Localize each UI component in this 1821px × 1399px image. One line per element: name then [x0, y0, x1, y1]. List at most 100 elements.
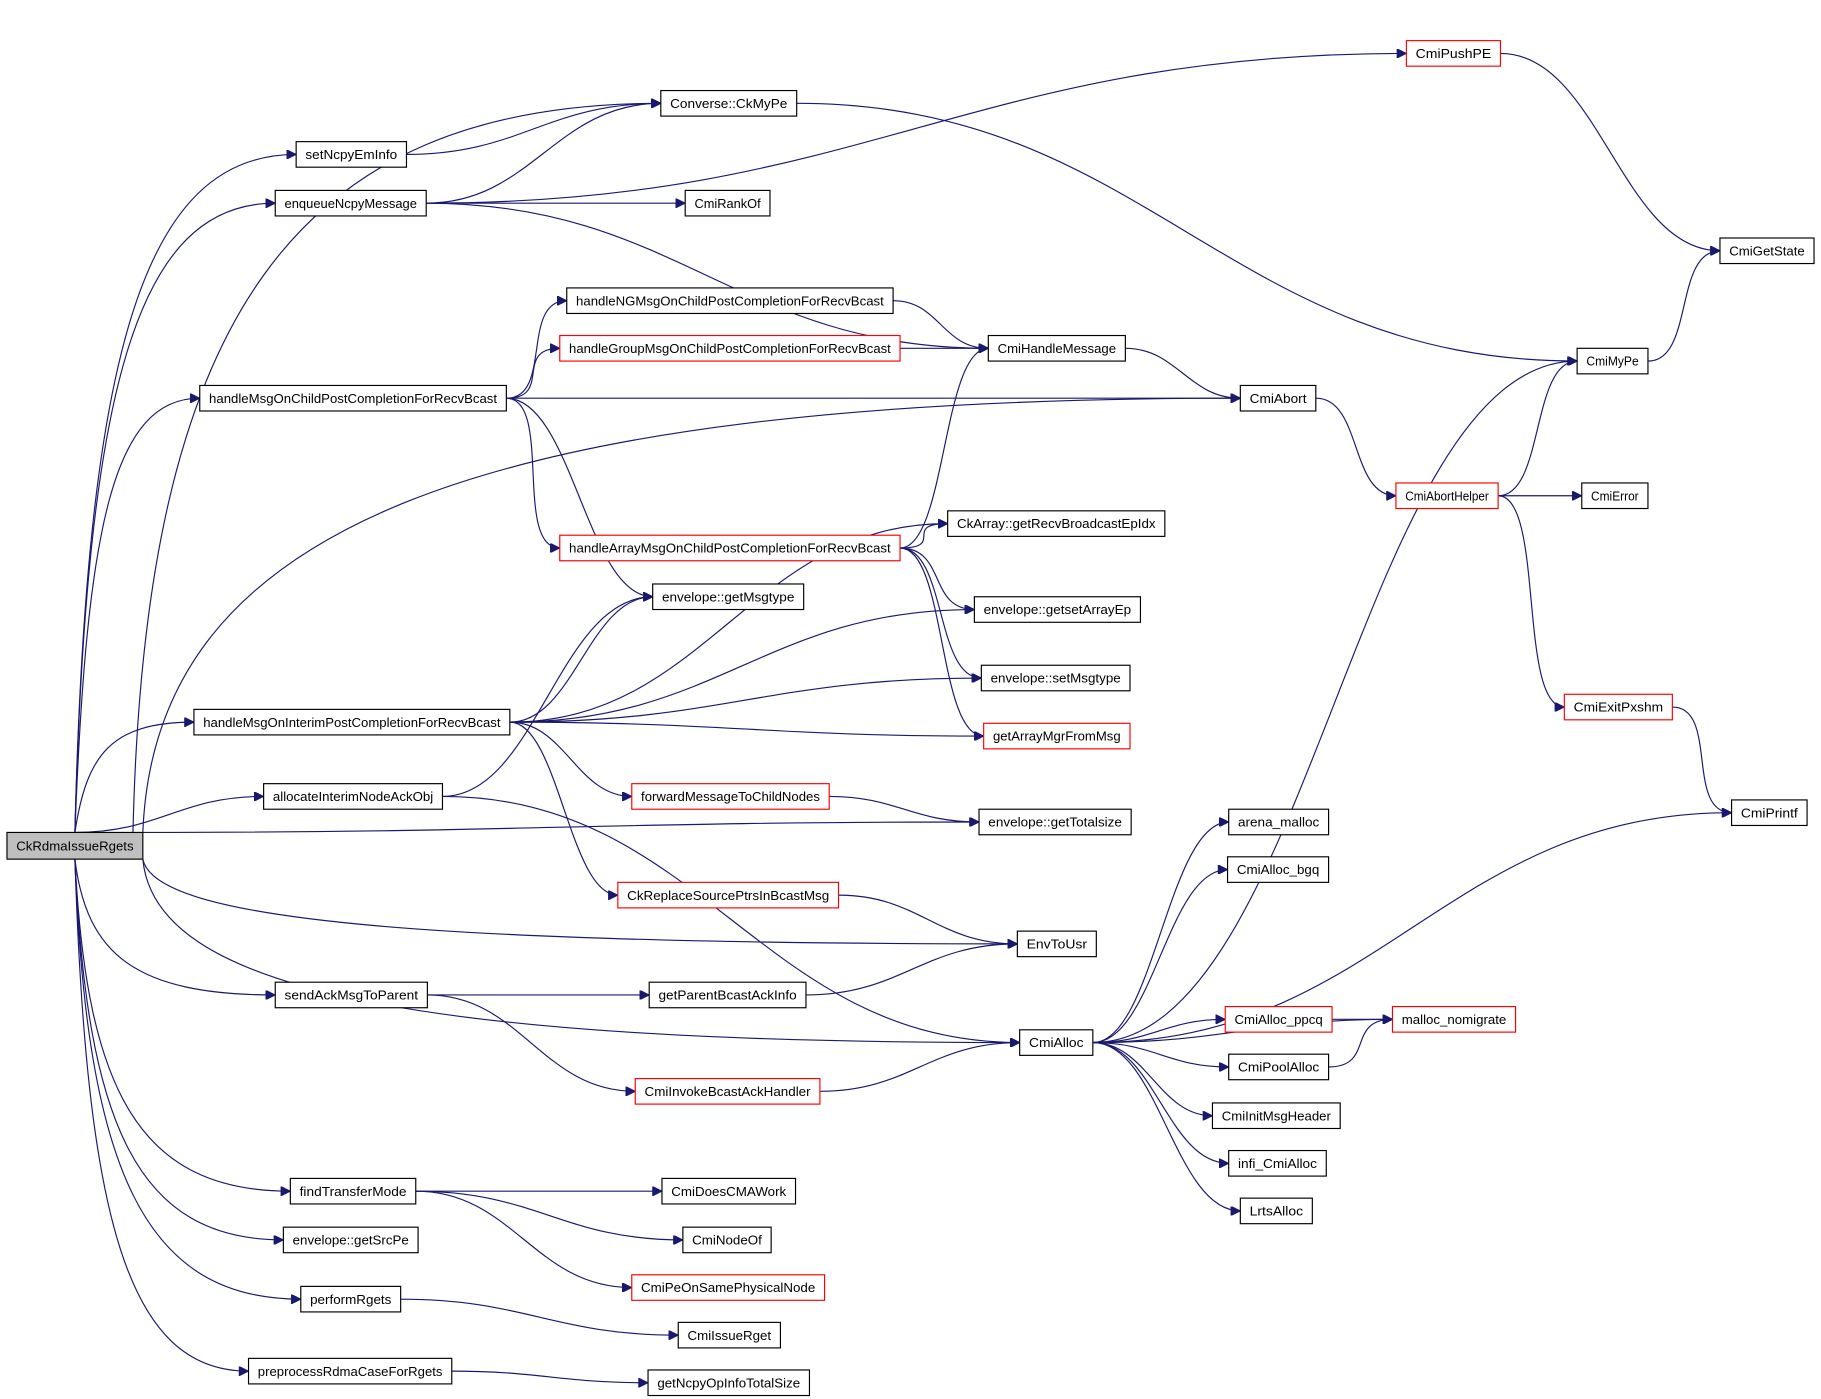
- edge-root-to-find-transfer-mode: [74, 859, 290, 1191]
- node-cmi-init-msg-header[interactable]: CmiInitMsgHeader: [1211, 1102, 1341, 1130]
- node-cmi-pool-alloc[interactable]: CmiPoolAlloc: [1228, 1053, 1330, 1081]
- node-send-ack-msg-to-parent[interactable]: sendAckMsgToParent: [274, 981, 428, 1009]
- edge-cmi-abort-helper-to-cmi-exit-pxshm: [1498, 495, 1564, 707]
- node-label: CmiInitMsgHeader: [1222, 1108, 1332, 1123]
- node-label: handleNGMsgOnChildPostCompletionForRecvB…: [576, 293, 884, 308]
- edge-cmi-abort-to-cmi-abort-helper: [1315, 397, 1396, 496]
- node-box: [1016, 930, 1097, 958]
- node-box: [274, 189, 427, 217]
- edge-handle-ngmsg-to-cmi-handle-message: [893, 300, 988, 349]
- node-box: [295, 141, 408, 168]
- node-perform-rgets[interactable]: performRgets: [300, 1285, 402, 1313]
- node-lrts-alloc[interactable]: LrtsAlloc: [1239, 1197, 1313, 1225]
- node-enqueue-ncpy-message[interactable]: enqueueNcpyMessage: [274, 189, 427, 217]
- edge-converse-ck-my-pe-to-cmi-my-pe: [796, 102, 1577, 361]
- node-cmi-push-pe[interactable]: CmiPushPE: [1405, 40, 1502, 67]
- edge-handle-msg-on-child-to-handle-array-msg: [506, 397, 559, 548]
- node-get-totalsize[interactable]: envelope::getTotalsize: [978, 808, 1132, 836]
- node-label: infi_CmiAlloc: [1238, 1156, 1318, 1171]
- node-label: envelope::getsetArrayEp: [984, 602, 1131, 617]
- node-box: [980, 664, 1131, 692]
- node-label: handleGroupMsgOnChildPostCompletionForRe…: [569, 341, 891, 356]
- edge-find-transfer-mode-to-cmi-node-of: [415, 1190, 683, 1240]
- node-cmi-handle-message[interactable]: CmiHandleMessage: [987, 334, 1126, 362]
- node-converse-ck-my-pe[interactable]: Converse::CkMyPe: [660, 89, 798, 117]
- edge-handle-msg-on-child-to-handle-ngmsg: [506, 301, 566, 399]
- node-label: arena_malloc: [1238, 815, 1320, 830]
- node-box: [1395, 482, 1499, 510]
- node-cmi-alloc-bgq[interactable]: CmiAlloc_bgq: [1226, 856, 1330, 883]
- node-set-msgtype[interactable]: envelope::setMsgtype: [980, 664, 1131, 692]
- node-label: handleArrayMsgOnChildPostCompletionForRe…: [569, 541, 891, 556]
- node-get-ncpy-op-info-total-size[interactable]: getNcpyOpInfoTotalSize: [647, 1369, 811, 1397]
- node-malloc-nomigrate[interactable]: malloc_nomigrate: [1391, 1006, 1517, 1033]
- node-allocate-interim-node-ack-obj[interactable]: allocateInterimNodeAckObj: [263, 783, 444, 810]
- node-handle-msg-on-interim[interactable]: handleMsgOnInterimPostCompletionForRecvB…: [193, 708, 511, 736]
- node-handle-ngmsg[interactable]: handleNGMsgOnChildPostCompletionForRecvB…: [566, 287, 894, 315]
- edge-cmi-alloc-to-cmi-my-pe: [1092, 361, 1577, 1044]
- node-cmi-abort[interactable]: CmiAbort: [1239, 384, 1317, 412]
- node-cmi-node-of[interactable]: CmiNodeOf: [682, 1226, 772, 1254]
- node-handle-array-msg[interactable]: handleArrayMsgOnChildPostCompletionForRe…: [559, 534, 901, 562]
- node-label: CmiInvokeBcastAckHandler: [645, 1084, 812, 1099]
- node-box: [648, 981, 807, 1009]
- node-arena-malloc[interactable]: arena_malloc: [1228, 808, 1330, 836]
- node-set-ncpy-em-info[interactable]: setNcpyEmInfo: [295, 141, 408, 168]
- node-cmi-error[interactable]: CmiError: [1581, 482, 1649, 510]
- node-cmi-invoke-bcast-ack-handler[interactable]: CmiInvokeBcastAckHandler: [634, 1077, 821, 1105]
- node-cmi-exit-pxshm[interactable]: CmiExitPxshm: [1563, 693, 1673, 721]
- node-forward-message-to-child-nodes[interactable]: forwardMessageToChildNodes: [631, 783, 830, 810]
- node-label: envelope::getTotalsize: [988, 815, 1122, 830]
- node-box: [634, 1077, 821, 1105]
- node-label: CkReplaceSourcePtrsInBcastMsg: [627, 888, 829, 903]
- edge-cmi-exit-pxshm-to-cmi-printf: [1672, 706, 1731, 813]
- node-cmi-printf[interactable]: CmiPrintf: [1730, 799, 1808, 827]
- node-label: setNcpyEmInfo: [305, 147, 397, 162]
- node-cmi-my-pe[interactable]: CmiMyPe: [1576, 347, 1649, 375]
- node-get-array-mgr-from-msg[interactable]: getArrayMgrFromMsg: [983, 722, 1131, 750]
- node-cmi-rank-of[interactable]: CmiRankOf: [684, 189, 771, 217]
- node-label: CmiAlloc_ppcq: [1235, 1012, 1323, 1027]
- node-box: [617, 881, 840, 909]
- edge-handle-msg-on-interim-to-ck-replace-source-ptrs: [509, 721, 618, 895]
- edge-allocate-interim-node-ack-obj-to-cmi-alloc: [442, 795, 1019, 1042]
- node-box: [684, 189, 771, 217]
- node-cmi-issue-rget[interactable]: CmiIssueRget: [677, 1321, 782, 1349]
- edge-root-to-get-totalsize: [142, 822, 979, 834]
- edge-send-ack-msg-to-parent-to-cmi-invoke-bcast-ack-handler: [427, 994, 635, 1091]
- node-root[interactable]: CkRdmaIssueRgets: [6, 831, 144, 860]
- node-box: [1730, 799, 1808, 827]
- node-label: handleMsgOnChildPostCompletionForRecvBca…: [209, 391, 497, 406]
- node-label: CmiNodeOf: [692, 1233, 762, 1248]
- node-cmi-does-cmawork[interactable]: CmiDoesCMAWork: [661, 1177, 797, 1205]
- node-get-parent-bcast-ack-info[interactable]: getParentBcastAckInfo: [648, 981, 807, 1009]
- node-handle-msg-on-child[interactable]: handleMsgOnChildPostCompletionForRecvBca…: [199, 384, 507, 412]
- node-getset-array-ep[interactable]: envelope::getsetArrayEp: [973, 596, 1142, 623]
- edge-handle-msg-on-interim-to-getset-array-ep: [509, 610, 975, 723]
- node-cmi-alloc[interactable]: CmiAlloc: [1019, 1029, 1094, 1056]
- node-cmi-alloc-ppcq[interactable]: CmiAlloc_ppcq: [1224, 1006, 1333, 1033]
- node-get-msgtype[interactable]: envelope::getMsgtype: [652, 583, 805, 611]
- node-box: [559, 534, 901, 562]
- node-box: [1019, 1029, 1094, 1056]
- node-cmi-abort-helper[interactable]: CmiAbortHelper: [1395, 482, 1499, 510]
- node-find-transfer-mode[interactable]: findTransferMode: [289, 1177, 417, 1205]
- node-cmi-get-state[interactable]: CmiGetState: [1719, 237, 1815, 265]
- node-label: CmiAlloc: [1029, 1035, 1084, 1050]
- node-env-to-usr[interactable]: EnvToUsr: [1016, 930, 1097, 958]
- node-get-recv-broadcast-ep-idx[interactable]: CkArray::getRecvBroadcastEpIdx: [947, 510, 1166, 537]
- node-preprocess-rdma-case-for-rgets[interactable]: preprocessRdmaCaseForRgets: [247, 1357, 453, 1385]
- node-handle-group-msg[interactable]: handleGroupMsgOnChildPostCompletionForRe…: [559, 334, 901, 362]
- node-label: CmiGetState: [1729, 243, 1804, 258]
- edge-handle-array-msg-to-get-recv-broadcast-ep-idx: [900, 524, 948, 549]
- node-cmi-pe-on-same-physical-node[interactable]: CmiPeOnSamePhysicalNode: [631, 1274, 826, 1301]
- node-envelope-get-src-pe[interactable]: envelope::getSrcPe: [282, 1226, 419, 1254]
- edge-preprocess-rdma-case-for-rgets-to-get-ncpy-op-info-total-size: [451, 1370, 648, 1383]
- edge-handle-array-msg-to-get-array-mgr-from-msg: [900, 547, 984, 736]
- node-infi-cmi-alloc[interactable]: infi_CmiAlloc: [1228, 1149, 1327, 1177]
- edge-handle-msg-on-interim-to-get-recv-broadcast-ep-idx: [509, 524, 948, 723]
- node-box: [631, 783, 830, 810]
- node-ck-replace-source-ptrs[interactable]: CkReplaceSourcePtrsInBcastMsg: [617, 881, 840, 909]
- edge-root-to-send-ack-msg-to-parent: [74, 859, 275, 995]
- node-box: [1391, 1006, 1517, 1033]
